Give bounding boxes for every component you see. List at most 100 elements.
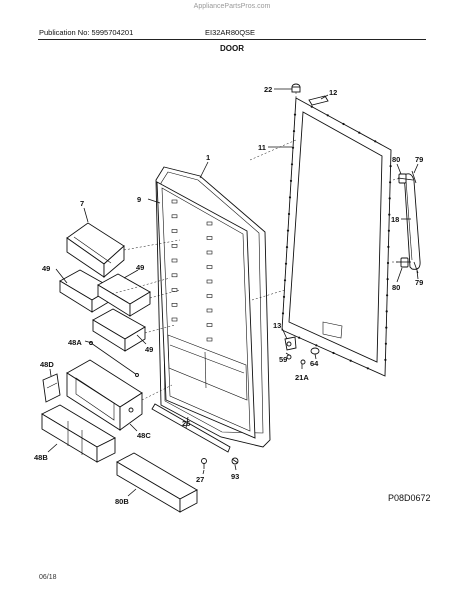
frame-screw-hole <box>349 359 352 362</box>
frame-screw-hole <box>288 196 292 199</box>
door-stop-cam <box>300 359 306 365</box>
callout-49-lower: 49 <box>145 345 153 354</box>
top-trim <box>308 95 329 106</box>
frame-screw-hole <box>342 122 345 126</box>
liner-shelf-slot <box>206 221 213 226</box>
figure-code: P08D0672 <box>388 493 431 503</box>
dairy-module <box>66 359 143 431</box>
callout-11: 11 <box>258 143 266 152</box>
callout-leaders <box>47 88 419 497</box>
frame-screw-hole <box>283 279 287 282</box>
liner-shelf-slot <box>206 294 213 298</box>
liner-shelf-slot <box>171 199 178 204</box>
lower-hinge-pin <box>201 458 207 469</box>
frame-screw-hole <box>326 114 329 117</box>
publication-number: Publication No: 5995704201 <box>39 28 134 37</box>
footer-date: 06/18 <box>39 574 57 581</box>
frame-screw-hole <box>358 131 361 134</box>
liner-shelf-slot <box>206 279 213 284</box>
shelf-bin-right <box>97 273 151 317</box>
callout-80-top: 80 <box>392 155 400 164</box>
liner-shelf-slot <box>171 258 178 263</box>
door-stop-bracket <box>284 336 297 351</box>
callout-93: 93 <box>231 472 239 481</box>
callout-79-top: 79 <box>415 155 423 164</box>
callout-64: 64 <box>310 359 319 368</box>
door-inner-liner <box>156 181 256 439</box>
door-handle <box>398 173 421 270</box>
frame-screw-hole <box>290 163 294 166</box>
shelf-bin-lower <box>92 308 146 352</box>
liner-shelf-slot <box>206 250 213 255</box>
callout-27: 27 <box>196 475 204 484</box>
callout-80-bottom: 80 <box>392 283 400 292</box>
frame-screw-hole <box>384 358 387 361</box>
frame-screw-hole <box>282 295 286 298</box>
frame-screw-hole <box>387 245 390 248</box>
frame-screw-hole <box>281 312 285 315</box>
dairy-door <box>42 373 61 403</box>
frame-screw-hole <box>385 310 388 313</box>
door-outer-panel <box>281 97 392 377</box>
liner-shelf-slot <box>171 302 178 307</box>
callout-21a: 21A <box>295 373 309 382</box>
liner-shelf-slot <box>171 214 178 219</box>
frame-screw-hole <box>285 246 289 249</box>
callout-12: 12 <box>329 88 337 97</box>
frame-screw-hole <box>366 367 369 370</box>
door-stop-screw <box>286 354 292 360</box>
frame-screw-hole <box>388 213 391 216</box>
callout-49-left: 49 <box>42 264 50 273</box>
door-stop-plug <box>310 347 320 355</box>
frame-screw-hole <box>289 179 293 182</box>
assembly-guide-lines <box>111 92 402 401</box>
callout-9: 9 <box>137 195 141 204</box>
hinge-cap <box>291 83 301 93</box>
lower-hinge-bushing <box>231 457 239 465</box>
callout-18: 18 <box>391 215 399 224</box>
liner-shelf-slot <box>171 273 178 278</box>
callout-48d: 48D <box>40 360 54 369</box>
upper-door-bin <box>66 222 125 278</box>
bottom-trim <box>151 403 231 453</box>
watermark: AppliancePartsPros.com <box>193 3 271 10</box>
section-title: DOOR <box>220 44 244 53</box>
frame-screw-hole <box>291 146 295 149</box>
frame-screw-hole <box>315 344 318 347</box>
dairy-bin <box>41 404 116 463</box>
frame-screw-hole <box>387 229 390 232</box>
frame-screw-hole <box>389 181 392 184</box>
callout-26: 26 <box>182 419 190 428</box>
frame-screw-hole <box>286 229 290 232</box>
frame-screw-hole <box>374 140 377 143</box>
frame-screw-hole <box>284 262 288 265</box>
liner-shelf-slot <box>171 229 178 233</box>
frame-screw-hole <box>287 212 291 216</box>
frame-screw-hole <box>384 342 387 345</box>
model-number: EI32AR80QSE <box>205 28 256 37</box>
callout-48c: 48C <box>137 431 151 440</box>
bin-retainer-bar <box>89 341 139 377</box>
callout-1: 1 <box>206 153 210 162</box>
liner-shelf-slot <box>171 244 178 248</box>
frame-screw-hole <box>310 105 313 108</box>
frame-screw-hole <box>388 197 391 200</box>
liner-shelf-slot <box>206 236 213 240</box>
liner-shelf-slot <box>206 337 213 342</box>
frame-screw-hole <box>386 278 389 281</box>
frame-screw-hole <box>298 336 301 339</box>
liner-shelf-slot <box>206 308 213 313</box>
frame-screw-hole <box>293 113 297 116</box>
callout-48a: 48A <box>68 338 82 347</box>
callout-79-bottom: 79 <box>415 278 423 287</box>
frame-screw-hole <box>292 130 296 133</box>
callout-80b: 80B <box>115 497 129 506</box>
frame-screw-hole <box>332 351 335 355</box>
frame-screw-hole <box>386 294 389 297</box>
frame-screw-hole <box>386 261 390 265</box>
callout-22: 22 <box>264 85 272 94</box>
liner-shelf-slot <box>206 323 213 327</box>
liner-shelf-slot <box>206 265 213 269</box>
callout-49-right: 49 <box>136 263 144 272</box>
